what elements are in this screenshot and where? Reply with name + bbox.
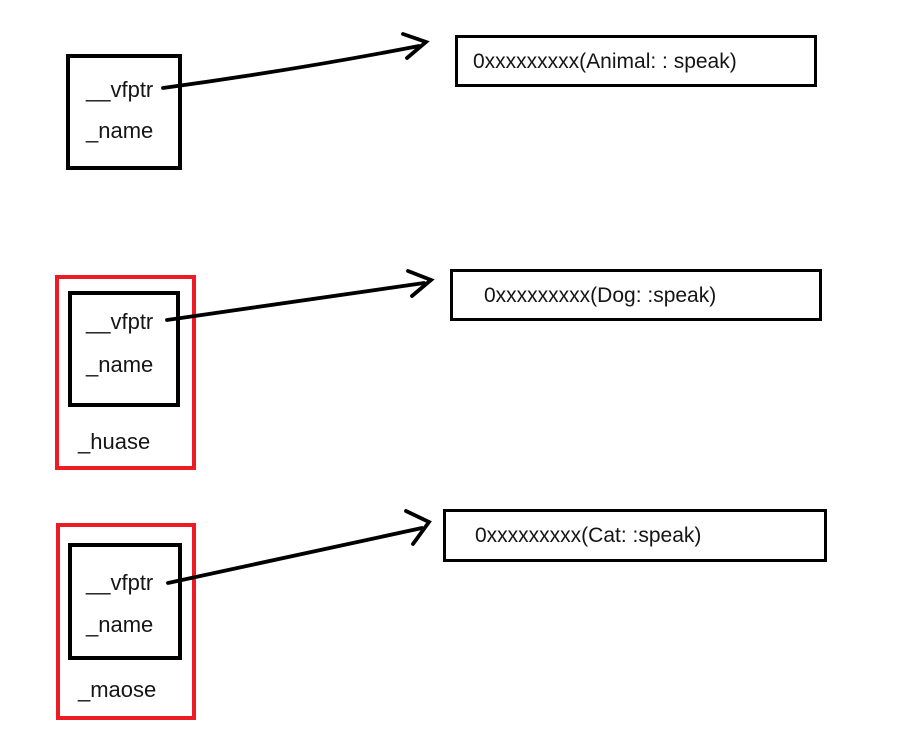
cat-vfptr-arrow bbox=[166, 509, 432, 585]
dog-object-outer-box: _huase bbox=[55, 275, 196, 470]
animal-vfptr-arrow bbox=[161, 32, 430, 90]
dog-vfptr-field-label: __vfptr bbox=[86, 309, 154, 334]
arrow-head bbox=[404, 509, 432, 546]
animal-vtable-box: 0xxxxxxxxx(Animal: : speak) bbox=[455, 35, 817, 87]
cat-object-outer-box: _maose bbox=[56, 523, 196, 720]
arrow-head bbox=[401, 32, 430, 60]
cat-member-field-label: _maose bbox=[78, 677, 157, 702]
arrow-line bbox=[161, 44, 421, 90]
cat-vtable-entry-label: 0xxxxxxxxx(Cat: :speak) bbox=[475, 524, 702, 547]
cat-vfptr-field-label: __vfptr bbox=[86, 570, 154, 595]
cat-name-field-label: _name bbox=[86, 612, 154, 637]
animal-name-field-label: _name bbox=[86, 118, 154, 143]
animal-vfptr-field-label: __vfptr bbox=[86, 77, 154, 102]
arrow-line bbox=[166, 526, 424, 585]
arrow-line bbox=[165, 281, 426, 322]
dog-vfptr-arrow bbox=[165, 269, 435, 322]
cat-vtable-box: 0xxxxxxxxx(Cat: :speak) bbox=[443, 509, 827, 562]
cat-object-inner-box: __vfptr _name bbox=[68, 543, 182, 660]
animal-object-box: __vfptr _name bbox=[66, 54, 182, 170]
dog-name-field-label: _name bbox=[86, 352, 154, 377]
dog-vtable-entry-label: 0xxxxxxxxx(Dog: :speak) bbox=[484, 283, 717, 307]
dog-vtable-box: 0xxxxxxxxx(Dog: :speak) bbox=[450, 269, 822, 321]
dog-object-inner-box: __vfptr _name bbox=[68, 291, 180, 407]
dog-member-field-label: _huase bbox=[78, 429, 151, 454]
arrow-head bbox=[406, 269, 435, 298]
animal-vtable-entry-label: 0xxxxxxxxx(Animal: : speak) bbox=[473, 49, 737, 73]
